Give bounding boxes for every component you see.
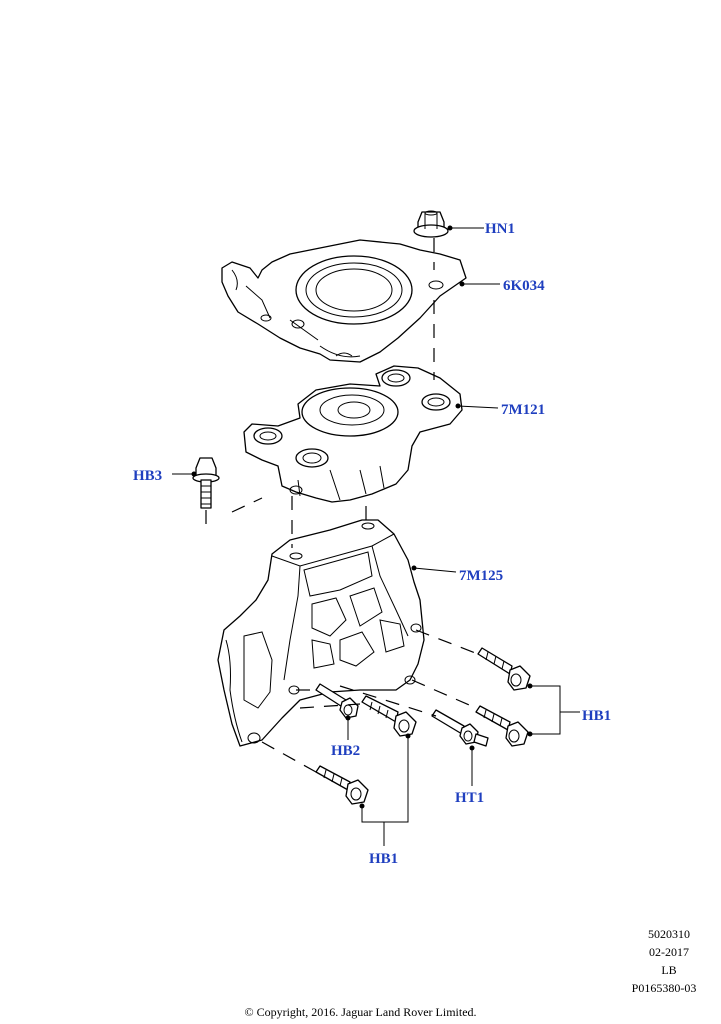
callout-hb2[interactable]: HB2 xyxy=(331,743,360,759)
support-bracket-7m125[interactable] xyxy=(217,519,425,747)
reference-code: 5020310 xyxy=(648,927,690,941)
bolt-hb3[interactable] xyxy=(192,457,220,509)
bracket-6k034[interactable] xyxy=(221,239,467,363)
callout-hb1-bottom[interactable]: HB1 xyxy=(369,851,398,867)
callout-ht1[interactable]: HT1 xyxy=(455,790,484,806)
bolt-hb1-middle[interactable] xyxy=(361,695,417,737)
stud-ht1[interactable] xyxy=(431,709,489,747)
revision-date: 02-2017 xyxy=(649,945,689,959)
callout-hb1-right[interactable]: HB1 xyxy=(582,708,611,724)
bolt-hb1-lower[interactable] xyxy=(475,705,529,747)
bolt-hb1-upper[interactable] xyxy=(477,647,531,691)
illustration-number: P0165380-03 xyxy=(631,981,697,995)
callout-hn1[interactable]: HN1 xyxy=(485,221,515,237)
engine-mount-7m121[interactable] xyxy=(243,365,463,503)
language-code: LB xyxy=(661,963,677,977)
bolt-hb1-bottom[interactable] xyxy=(315,765,369,805)
diagram-metadata: 5020310 02-2017 LB P0165380-03 xyxy=(629,925,709,997)
bolt-hb2[interactable] xyxy=(315,683,359,719)
callout-6k034[interactable]: 6K034 xyxy=(503,278,545,294)
assembly-centerlines xyxy=(205,238,479,773)
callout-7m125[interactable]: 7M125 xyxy=(459,568,503,584)
callout-7m121[interactable]: 7M121 xyxy=(501,402,545,418)
leader-lines xyxy=(172,225,580,846)
callout-hb3[interactable]: HB3 xyxy=(133,468,162,484)
copyright-notice: © Copyright, 2016. Jaguar Land Rover Lim… xyxy=(244,1005,477,1019)
nut-hn1[interactable] xyxy=(413,210,449,238)
